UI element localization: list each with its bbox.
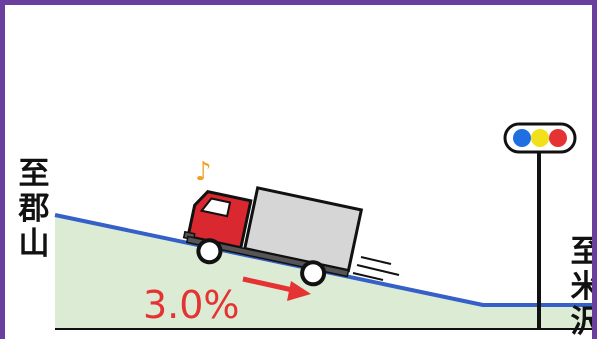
grade-label: 3.0% [143,283,240,327]
truck-wheel-rear [300,260,326,286]
motion-lines [353,257,399,280]
destination-label-right: 至 米 沢 [568,235,592,339]
slope-diagram [5,5,592,339]
diagram-frame: 至 郡 山 至 米 沢 3.0% ♪ [5,5,592,339]
truck-wheel-front [196,238,222,264]
traffic-signal-icon [505,124,575,152]
music-note-icon: ♪ [195,157,212,187]
destination-label-left: 至 郡 山 [16,157,52,262]
